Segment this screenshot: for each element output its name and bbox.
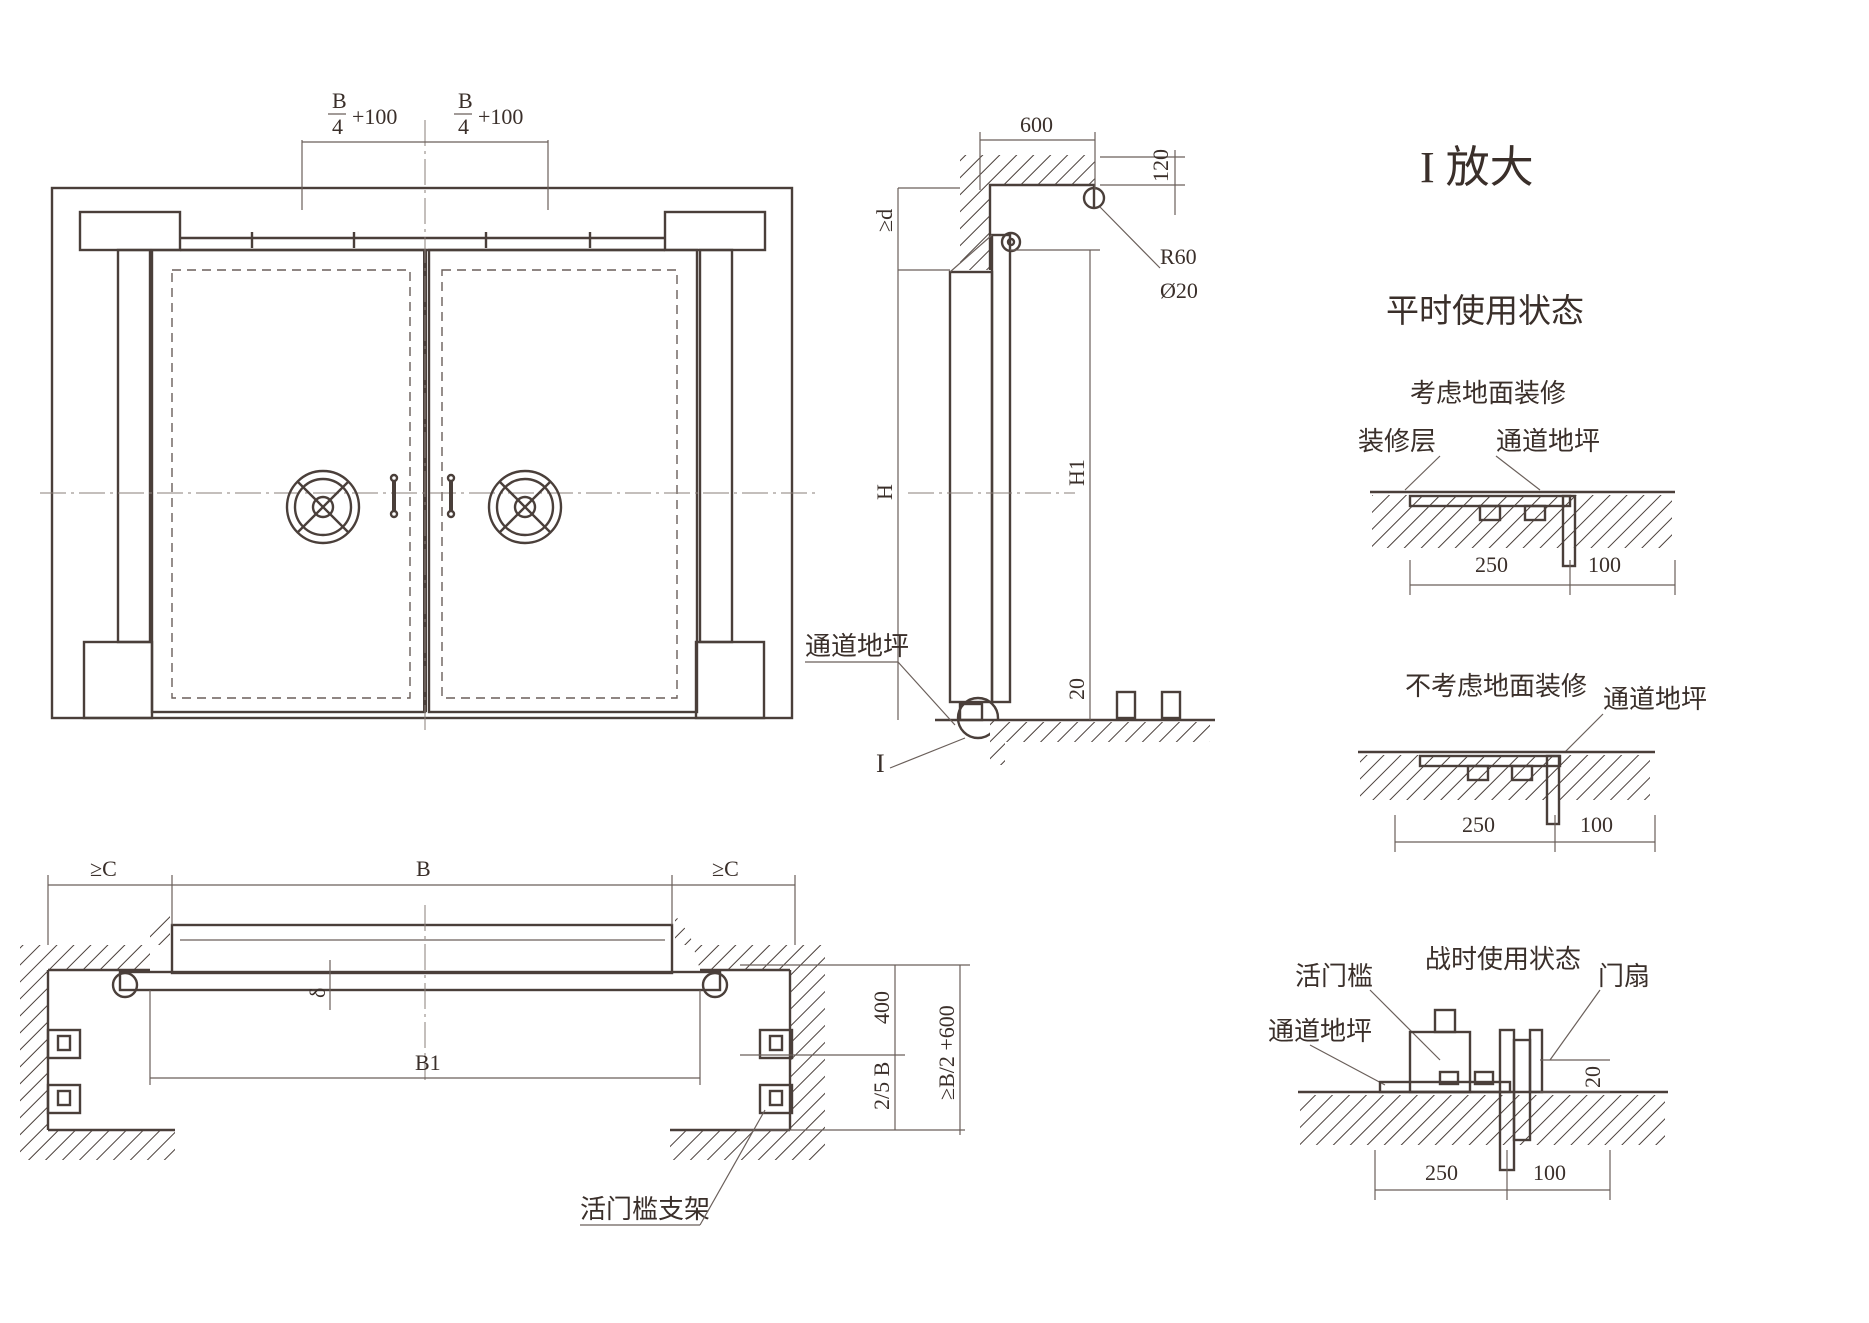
svg-text:100: 100 — [1588, 552, 1621, 577]
svg-text:≥B/2 +600: ≥B/2 +600 — [934, 1005, 959, 1100]
svg-text:600: 600 — [1020, 112, 1053, 137]
side-section: 600 120 R60 Ø20 ≥d H H1 20 通道地坪 I — [805, 112, 1215, 778]
door-leaf-section — [948, 270, 994, 704]
handwheel-right-icon — [487, 469, 563, 545]
plan-support-right-bottom — [758, 1083, 794, 1115]
door-leaf-left — [150, 248, 427, 714]
svg-text:2/5 B: 2/5 B — [869, 1062, 894, 1110]
lintel-right-block — [663, 210, 767, 252]
svg-text:20: 20 — [1580, 1066, 1605, 1088]
svg-text:通道地坪: 通道地坪 — [1496, 427, 1600, 456]
svg-text:Ø20: Ø20 — [1160, 278, 1198, 303]
handwheel-left-icon — [285, 469, 361, 545]
left-post — [116, 248, 152, 644]
svg-text:250: 250 — [1462, 812, 1495, 837]
case2-title: 不考虑地面装修 — [1405, 672, 1587, 701]
right-post — [698, 248, 734, 644]
plan-support-right-top — [758, 1028, 794, 1060]
dim-b4-left: B 4 +100 — [301, 88, 425, 210]
svg-text:R60: R60 — [1160, 244, 1197, 269]
state-war-title: 战时使用状态 — [1425, 945, 1581, 974]
svg-text:20: 20 — [1064, 678, 1089, 700]
svg-text:250: 250 — [1475, 552, 1508, 577]
plan-door-upper — [170, 923, 674, 975]
right-base-block — [694, 640, 766, 720]
svg-text:B: B — [416, 856, 431, 881]
svg-text:100: 100 — [1580, 812, 1613, 837]
svg-text:+100: +100 — [352, 104, 397, 129]
case1-title: 考虑地面装修 — [1410, 379, 1566, 408]
svg-text:4: 4 — [458, 114, 469, 139]
door-opening-frame — [50, 186, 794, 720]
plan-view: ≥C B ≥C δ B1 400 2/5 B ≥B/2 +600 活门槛支架 — [20, 856, 970, 1226]
dim-b4-right: B 4 +100 — [425, 88, 549, 210]
svg-text:120: 120 — [1148, 149, 1173, 182]
svg-text:B1: B1 — [415, 1050, 441, 1075]
detail-i-circle — [956, 696, 1000, 740]
plan-support-left-top — [46, 1028, 82, 1060]
detail-title: I 放大 — [1420, 143, 1534, 192]
svg-text:400: 400 — [869, 991, 894, 1024]
plan-support-left-bottom — [46, 1083, 82, 1115]
svg-text:B: B — [458, 88, 473, 113]
svg-text:活门槛: 活门槛 — [1295, 962, 1373, 991]
svg-text:≥C: ≥C — [90, 856, 117, 881]
svg-text:H: H — [872, 484, 897, 500]
svg-text:H1: H1 — [1064, 459, 1089, 486]
plan-door-leaf — [118, 970, 722, 992]
front-view: B 4 +100 B 4 +100 — [40, 88, 815, 730]
svg-text:装修层: 装修层 — [1358, 427, 1436, 456]
svg-text:δ: δ — [305, 988, 330, 998]
svg-text:通道地坪: 通道地坪 — [1603, 685, 1707, 714]
svg-text:+100: +100 — [478, 104, 523, 129]
svg-text:4: 4 — [332, 114, 343, 139]
svg-text:通道地坪: 通道地坪 — [805, 632, 909, 661]
svg-text:I: I — [876, 749, 885, 778]
svg-text:活门槛支架: 活门槛支架 — [580, 1195, 710, 1224]
svg-text:100: 100 — [1533, 1160, 1566, 1185]
door-handle-right-icon — [446, 473, 456, 519]
svg-text:≥d: ≥d — [872, 209, 897, 232]
svg-text:B: B — [332, 88, 347, 113]
svg-text:通道地坪: 通道地坪 — [1268, 1017, 1372, 1046]
svg-text:250: 250 — [1425, 1160, 1458, 1185]
detail-i: I 放大 平时使用状态 考虑地面装修 装修层 通道地坪 250 100 不考虑地… — [1268, 143, 1707, 1200]
lintel-left-block — [78, 210, 182, 252]
door-leaf-right — [427, 248, 699, 714]
state-normal-title: 平时使用状态 — [1386, 293, 1584, 330]
svg-text:≥C: ≥C — [712, 856, 739, 881]
svg-text:门扇: 门扇 — [1598, 962, 1650, 991]
left-base-block — [82, 640, 154, 720]
door-handle-left-icon — [389, 473, 399, 519]
